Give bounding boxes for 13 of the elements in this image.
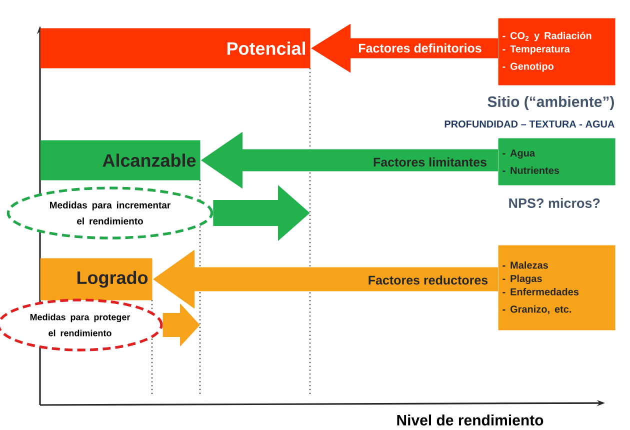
edge-label: Factores reductores [366,274,490,286]
level-bar: Logrado [40,258,152,300]
note-text: Sitio (“ambiente”) [488,96,614,110]
note-text: PROFUNDIDAD – TEXTURA - AGUA [444,120,614,128]
note-text: NPS? micros? [509,198,600,208]
factor-list-box: - Malezas - Plagas - Enfermedades - Granizo, etc. [498,245,616,330]
factor-list-box: - CO$_{2}$ y Radiación - Temperatura - Genotipo [498,18,616,86]
level-bar: Potencial [40,28,310,68]
edge-label: Factores limitantes [372,156,488,168]
factor-list-box: - Agua - Nutrientes [498,138,616,186]
edge-label: Factores definitorios [356,42,484,54]
level-bar: Alcanzable [40,140,200,180]
note-text: Nivel de rendimiento [397,414,544,426]
